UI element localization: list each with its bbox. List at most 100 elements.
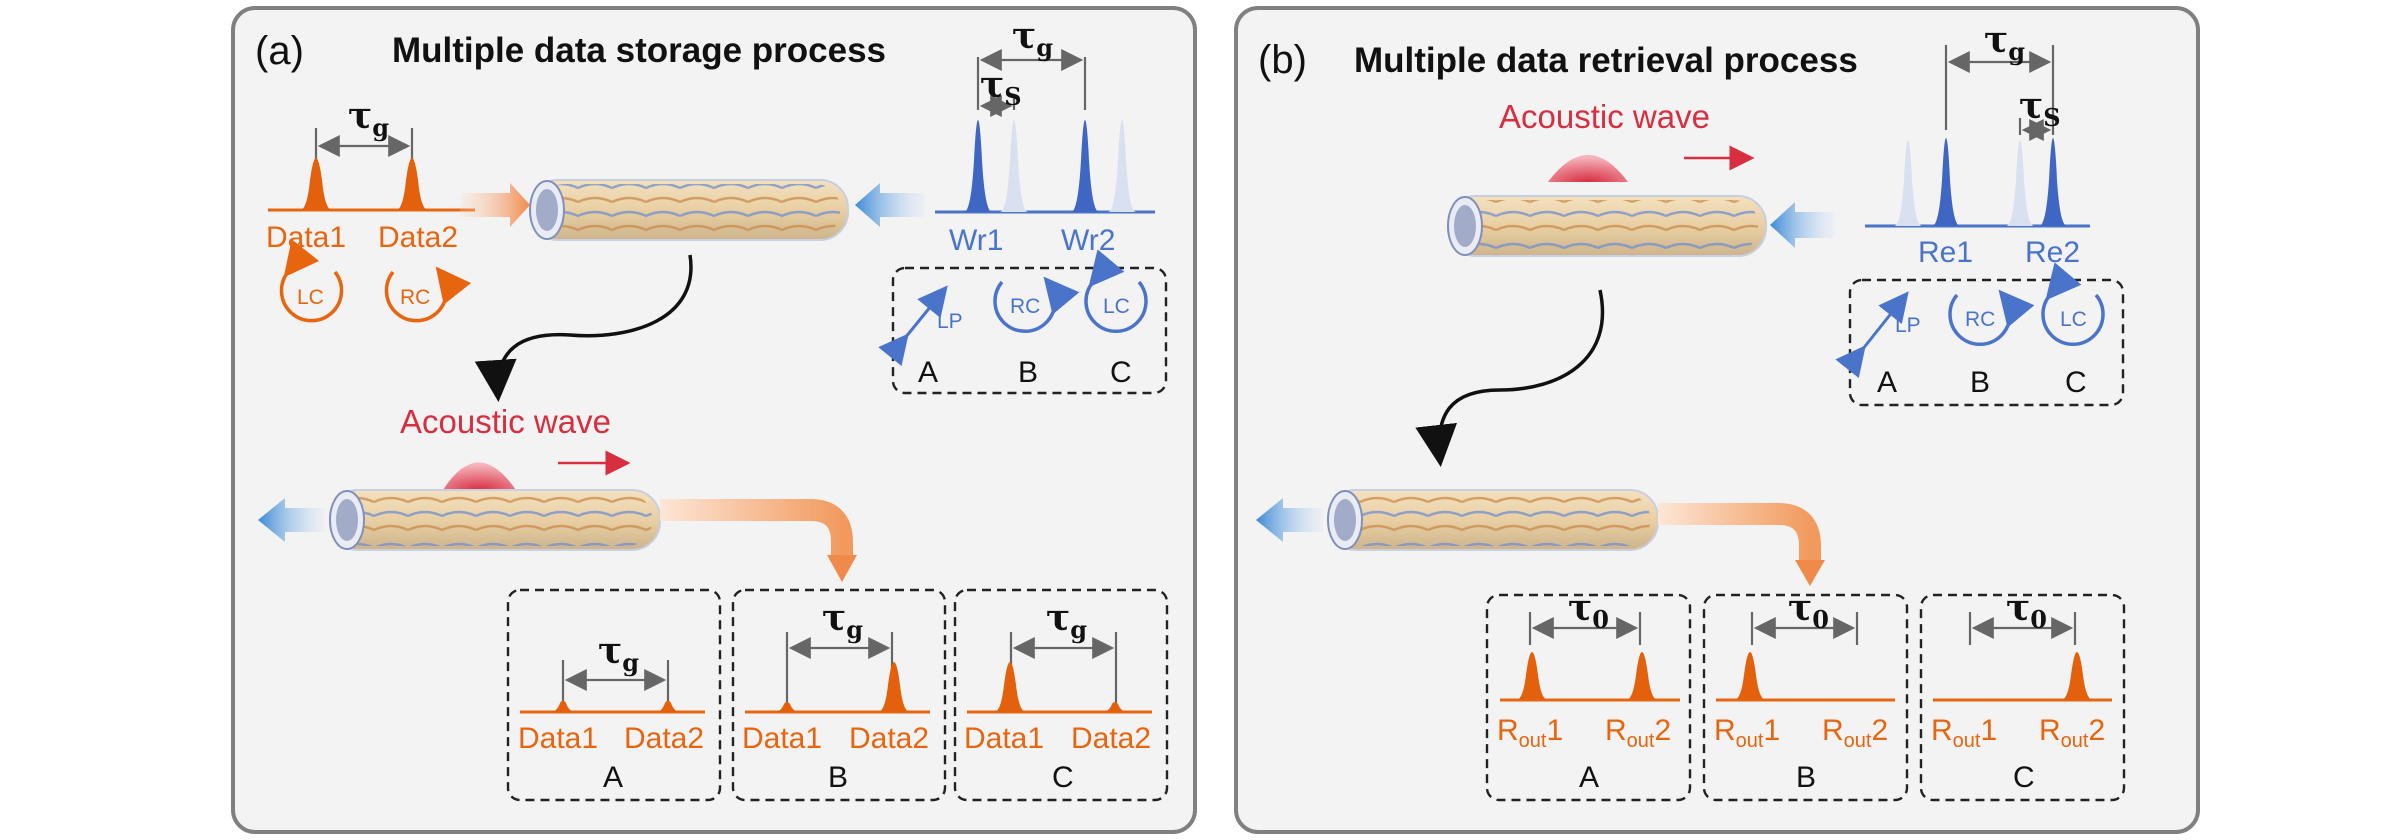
tau-0-label: τ0 (1788, 587, 1829, 634)
acoustic-wave-label: Acoustic wave (1499, 98, 1710, 135)
lp-label: LP (937, 310, 963, 333)
data1-label: Data1 (266, 221, 346, 254)
tau-g-label: τg (348, 95, 389, 142)
rout1-label: Rout1 (1931, 714, 1997, 752)
rout2-label: Rout2 (1822, 714, 1888, 752)
lc-circle-icon (279, 239, 344, 323)
read-polarization-box: LP RC LC A B C (1835, 262, 2125, 407)
rc-label: RC (1965, 308, 1995, 331)
data2-label: Data2 (624, 722, 704, 755)
rout1-label: Rout1 (1497, 714, 1563, 752)
acoustic-wave-icon (1548, 155, 1628, 182)
output-orange-path-icon (660, 499, 853, 555)
rout1-pulse (1734, 652, 1766, 700)
polarization-lc-rc: LC RC (279, 239, 472, 323)
re2-label: Re2 (2025, 236, 2080, 269)
panel-a-title: Multiple data storage process (392, 31, 886, 70)
output-box-frame (1702, 593, 1909, 802)
tau-0-label: τ0 (2006, 587, 2047, 634)
output-box-frame (1485, 593, 1692, 802)
wr1-label: Wr1 (949, 224, 1003, 257)
data1-label: Data1 (742, 722, 822, 755)
data2-label: Data2 (1071, 722, 1151, 755)
output-orange-arrowhead-icon (1795, 560, 1825, 586)
data2-pulse (655, 700, 681, 712)
case-b-label: B (1796, 761, 1816, 794)
lp-arrow-icon (878, 285, 948, 367)
data2-pulse (396, 158, 428, 210)
data2-label: Data2 (378, 221, 458, 254)
re2-ghost-pulse (2006, 140, 2034, 226)
data2-pulse (878, 662, 910, 712)
case-c-label: C (2013, 761, 2035, 794)
rout1-label: Rout1 (1714, 714, 1780, 752)
fiber-4-icon (1327, 489, 1659, 551)
wr1-pulse (964, 120, 992, 212)
output-box-frame (731, 588, 947, 802)
data1-pulse (550, 700, 576, 712)
rout2-pulse (2061, 652, 2093, 700)
output-box-a: τg Data1 Data2 A (506, 588, 722, 802)
case-b-label: B (1970, 366, 1990, 399)
panel-b-title: Multiple data retrieval process (1354, 41, 1858, 80)
retrieval-box-a: τ0 Rout1 Rout2 A (1485, 587, 1692, 802)
case-c-label: C (1052, 761, 1074, 794)
output-box-c: τg Data1 Data2 C (953, 588, 1169, 802)
rc-label: RC (1010, 295, 1040, 318)
panel-b: (b) Multiple data retrieval process Acou… (1234, 6, 2200, 834)
tau-0-label: τ0 (1568, 587, 1609, 634)
rc-circle-icon (384, 266, 472, 323)
lc-circle-icon (1084, 249, 1148, 334)
output-box-frame (506, 588, 722, 802)
panel-a: (a) Multiple data storage process τg Dat… (231, 6, 1197, 834)
lc-label: LC (297, 286, 324, 309)
data1-pulse (300, 158, 332, 210)
rout2-pulse (1626, 652, 1658, 700)
read-pulses: τg τS Re1 Re2 (1865, 19, 2090, 269)
wr2-label: Wr2 (1061, 224, 1115, 257)
tau-s-label: τS (980, 64, 1022, 111)
panel-a-label: (a) (255, 29, 304, 73)
rc-circle-icon (1948, 289, 2035, 347)
tau-g-label: τg (1012, 15, 1053, 62)
lc-label: LC (2060, 308, 2087, 331)
panel-b-label: (b) (1258, 38, 1307, 82)
case-b-label: B (1018, 356, 1038, 389)
output-box-frame (953, 588, 1169, 802)
case-b-label: B (828, 761, 848, 794)
re2-pulse (2039, 138, 2067, 226)
tau-g-label: τg (822, 597, 863, 644)
retrieval-box-b: τ0 Rout1 Rout2 B (1702, 587, 1909, 802)
output-box-b: τg Data1 Data2 B (731, 588, 947, 802)
retrieval-box-c: τ0 Rout1 Rout2 C (1919, 587, 2126, 802)
re1-ghost-pulse (1894, 140, 1922, 226)
case-a-label: A (1579, 761, 1599, 794)
lp-label: LP (1895, 314, 1921, 337)
re1-pulse (1932, 138, 1960, 226)
acoustic-wave-icon (443, 462, 516, 490)
tau-g-label: τg (598, 630, 639, 677)
lc-label: LC (1103, 295, 1130, 318)
write-pulse-arrow-icon (855, 183, 925, 227)
data2-pulse (1102, 702, 1128, 712)
rc-circle-icon (993, 276, 1080, 334)
data1-label: Data1 (518, 722, 598, 755)
wr2-ghost-pulse (1108, 120, 1136, 212)
wr2-pulse (1071, 120, 1099, 212)
rout2-label: Rout2 (1605, 714, 1671, 752)
read-pulse-arrow-icon (1770, 202, 1835, 248)
wr1-ghost-pulse (1000, 120, 1028, 212)
input-data-pulses: τg Data1 Data2 (266, 95, 475, 254)
fiber-2-icon (329, 489, 661, 551)
output-blue-arrow-icon (1256, 498, 1323, 542)
data-input-arrow-icon (460, 183, 530, 227)
write-pulses: τg τS Wr1 Wr2 (935, 15, 1155, 257)
case-a-label: A (918, 356, 938, 389)
data1-label: Data1 (964, 722, 1044, 755)
process-flow-arrow-icon (1415, 289, 1605, 467)
case-a-label: A (603, 761, 623, 794)
rout2-label: Rout2 (2039, 714, 2105, 752)
output-box-frame (1919, 593, 2126, 802)
tau-g-label: τg (1984, 19, 2025, 66)
